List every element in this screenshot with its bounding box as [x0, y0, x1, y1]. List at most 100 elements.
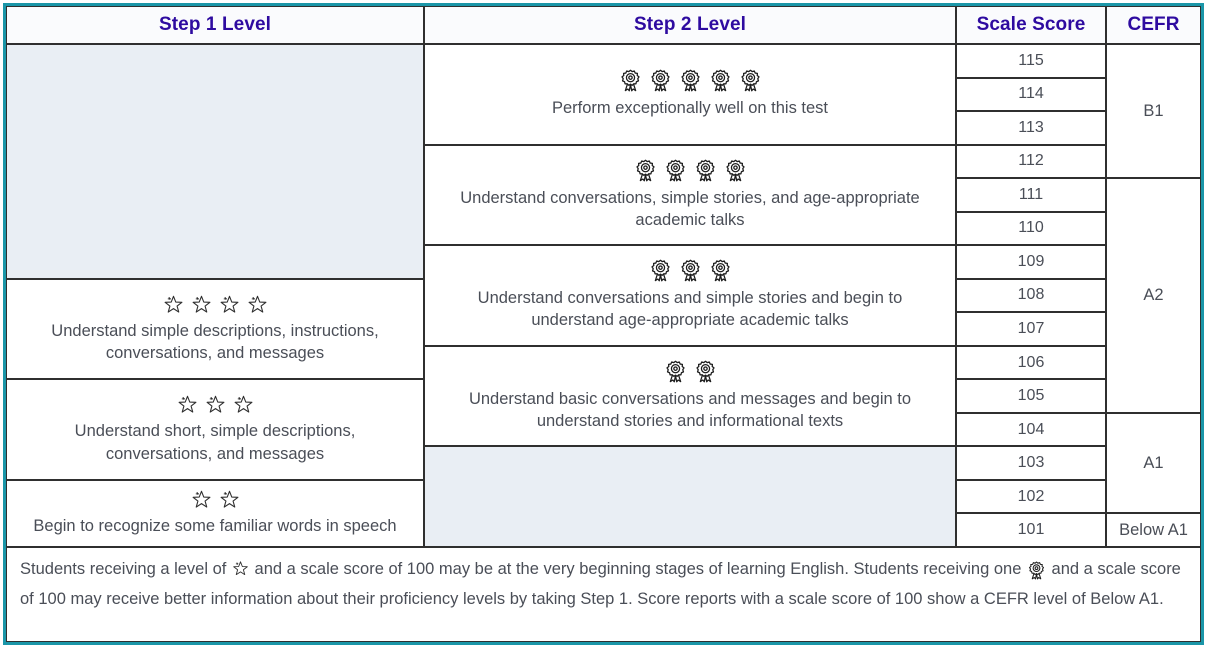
- star-rating-2: [191, 489, 240, 510]
- step2-two-rosette-text: Understand basic conversations and messa…: [468, 389, 912, 431]
- scale-score-value: 115: [1018, 51, 1044, 69]
- header-step1-level-label: Step 1 Level: [158, 14, 272, 35]
- step2-two-rosette: Understand basic conversations and messa…: [424, 345, 956, 447]
- rosette-icon: [709, 69, 732, 92]
- star-icon: [219, 294, 240, 315]
- scale-score-value: 107: [1017, 320, 1045, 338]
- scale-score-value: 108: [1017, 286, 1045, 304]
- star-rating-3: [177, 394, 254, 415]
- rosette-icon: [739, 69, 762, 92]
- rosette-icon: [694, 159, 717, 182]
- rosette-icon: [634, 159, 657, 182]
- outer-teal-frame: [3, 3, 1204, 645]
- scale-score-row: 108: [956, 278, 1106, 313]
- rosette-rating-4: [634, 159, 747, 182]
- scale-score-row: 102: [956, 479, 1106, 514]
- step2-five-rosette-text: Perform exceptionally well on this test: [551, 99, 829, 118]
- rosette-icon: [649, 259, 672, 282]
- scale-score-value: 110: [1018, 219, 1044, 237]
- rosette-icon: [724, 159, 747, 182]
- scale-score-value: 105: [1017, 387, 1045, 405]
- rosette-icon: [679, 69, 702, 92]
- rosette-icon: [709, 259, 732, 282]
- header-cefr-label: CEFR: [1127, 14, 1180, 35]
- star-icon: [232, 560, 249, 584]
- scale-score-value: 111: [1018, 185, 1044, 203]
- step2-empty: [424, 446, 956, 547]
- scale-score-value: 104: [1017, 420, 1045, 438]
- rosette-icon: [664, 360, 687, 383]
- rosette-rating-5: [619, 69, 762, 92]
- rosette-icon: [1027, 561, 1046, 587]
- scale-score-value: 112: [1018, 152, 1044, 170]
- header-scale-score-label: Scale Score: [976, 14, 1086, 35]
- scale-score-row: 115: [956, 44, 1106, 78]
- star-icon: [247, 294, 268, 315]
- table-grid: Step 1 Level Step 2 Level Scale Score CEFR U…: [6, 6, 1201, 642]
- step1-empty: [6, 44, 424, 279]
- step1-two-star: Begin to recognize some familiar words i…: [6, 479, 424, 547]
- footnote-part3: and a scale score of 100 may receive bet…: [20, 560, 1181, 609]
- scale-score-value: 103: [1017, 454, 1045, 472]
- scale-score-value: 109: [1017, 252, 1045, 270]
- scale-score-value: 113: [1018, 118, 1044, 136]
- step2-three-rosette-text: Understand conversations and simple stor…: [477, 289, 903, 330]
- cefr-level-label: B1: [1143, 101, 1164, 120]
- rosette-icon: [619, 69, 642, 92]
- scale-score-row: 114: [956, 77, 1106, 112]
- footnote-part2: and a scale score of 100 may be at the v…: [249, 560, 1026, 578]
- cefr-level-cell: Below A1: [1106, 513, 1201, 547]
- cefr-level-label: Below A1: [1119, 520, 1188, 539]
- scale-score-value: 101: [1017, 521, 1045, 539]
- scale-score-row: 105: [956, 379, 1106, 413]
- scale-score-row: 107: [956, 312, 1106, 346]
- star-icon: [219, 489, 240, 510]
- scale-score-row: 113: [956, 111, 1106, 145]
- cefr-level-cell: A2: [1106, 178, 1201, 413]
- scale-score-value: 106: [1017, 353, 1045, 371]
- step1-four-star-text: Understand simple descriptions, instruct…: [51, 321, 379, 363]
- cefr-level-label: A1: [1143, 453, 1164, 472]
- scale-score-value: 102: [1017, 487, 1045, 505]
- step1-three-star-text: Understand short, simple descriptions, c…: [74, 422, 356, 463]
- header-step2-level-label: Step 2 Level: [633, 14, 747, 35]
- header-step2-level: Step 2 Level: [424, 6, 956, 44]
- rosette-icon: [664, 159, 687, 182]
- scale-score-row: 106: [956, 345, 1106, 380]
- star-icon: [191, 294, 212, 315]
- cefr-level-cell: B1: [1106, 44, 1201, 179]
- star-icon: [191, 489, 212, 510]
- step1-two-star-text: Begin to recognize some familiar words i…: [33, 517, 397, 536]
- star-icon: [233, 394, 254, 415]
- step1-four-star: Understand simple descriptions, instruct…: [6, 278, 424, 380]
- header-scale-score: Scale Score: [956, 6, 1106, 44]
- scale-score-row: 109: [956, 245, 1106, 279]
- scale-score-row: 112: [956, 144, 1106, 179]
- step2-five-rosette: Perform exceptionally well on this test: [424, 44, 956, 145]
- step2-three-rosette: Understand conversations and simple stor…: [424, 245, 956, 346]
- cefr-level-cell: A1: [1106, 412, 1201, 514]
- star-icon: [177, 394, 198, 415]
- rosette-icon: [694, 360, 717, 383]
- cefr-level-label: A2: [1143, 285, 1164, 304]
- rosette-icon: [649, 69, 672, 92]
- scale-score-row: 101: [956, 513, 1106, 547]
- rosette-rating-3: [649, 259, 732, 282]
- rosette-icon: [679, 259, 702, 282]
- scale-score-row: 104: [956, 412, 1106, 447]
- step2-four-rosette-text: Understand conversations, simple stories…: [460, 188, 920, 229]
- star-icon: [163, 294, 184, 315]
- footnote: Students receiving a level of and a scal…: [6, 547, 1201, 642]
- rosette-rating-2: [664, 360, 717, 383]
- scale-score-row: 111: [956, 178, 1106, 212]
- star-rating-4: [163, 294, 268, 315]
- footnote-part1: Students receiving a level of: [20, 560, 231, 578]
- step2-four-rosette: Understand conversations, simple stories…: [424, 144, 956, 246]
- scale-score-row: 103: [956, 446, 1106, 480]
- scale-score-row: 110: [956, 211, 1106, 246]
- step1-three-star: Understand short, simple descriptions, c…: [6, 379, 424, 480]
- scale-score-value: 114: [1018, 85, 1044, 103]
- header-step1-level: Step 1 Level: [6, 6, 424, 44]
- header-cefr: CEFR: [1106, 6, 1201, 44]
